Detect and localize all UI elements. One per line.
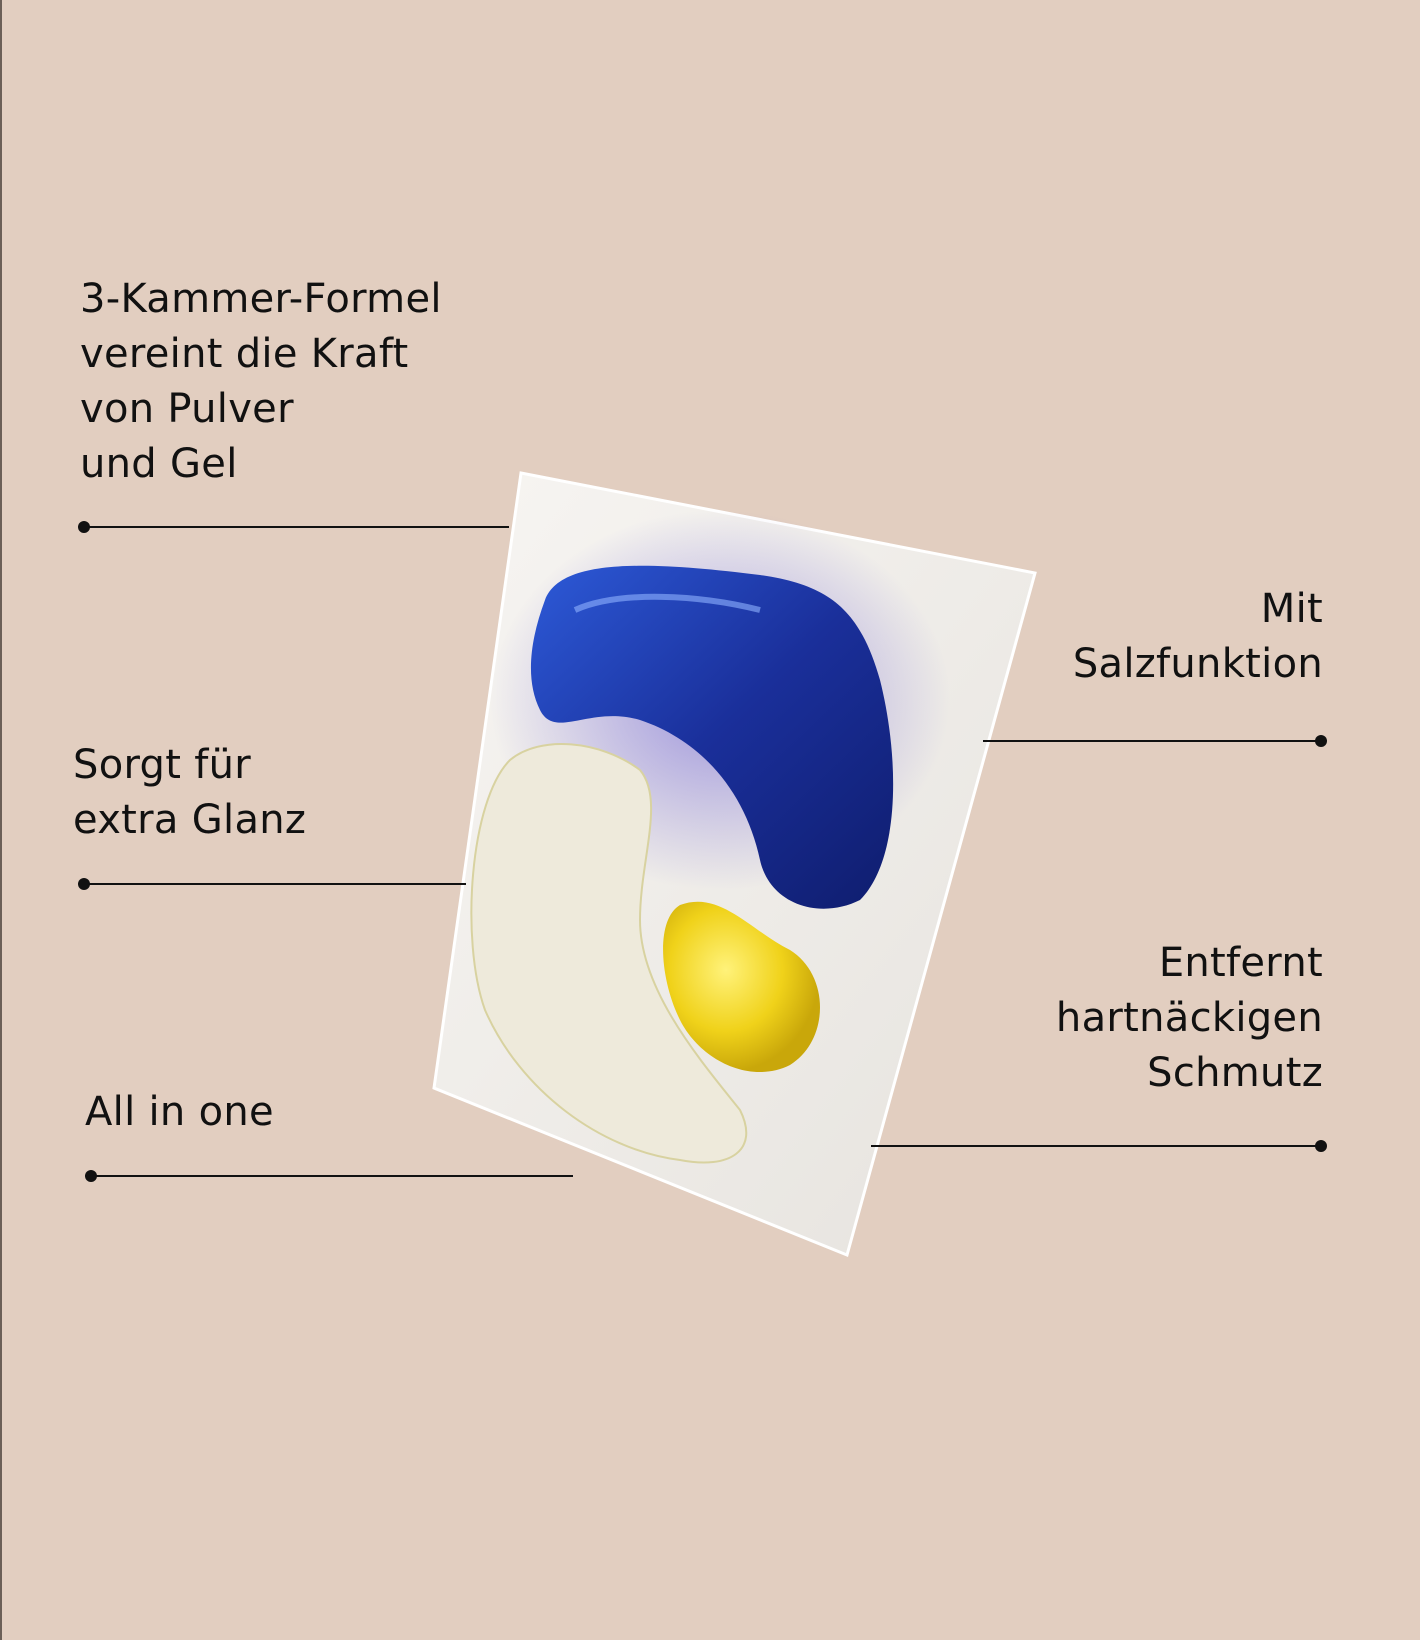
left-border <box>0 0 2 1640</box>
feature-salt: Mit Salzfunktion <box>1073 582 1323 692</box>
powder-chamber <box>470 743 748 1164</box>
callout-line <box>983 740 1321 742</box>
feature-text: Sorgt für <box>73 742 251 788</box>
feature-text: Mit <box>1260 586 1323 632</box>
feature-text: Schmutz <box>1147 1050 1323 1096</box>
callout-line <box>871 1145 1321 1147</box>
callout-dot <box>1315 735 1327 747</box>
feature-dirt: Entfernt hartnäckigen Schmutz <box>1056 936 1323 1101</box>
feature-text: All in one <box>85 1089 274 1135</box>
feature-shine: Sorgt für extra Glanz <box>73 738 306 848</box>
feature-all-in-one: All in one <box>85 1085 274 1140</box>
blue-gel-chamber <box>530 565 894 909</box>
feature-text: 3-Kammer-Formel <box>80 276 442 322</box>
feature-text: und Gel <box>80 441 238 487</box>
feature-text: hartnäckigen <box>1055 995 1323 1041</box>
callout-line <box>84 883 466 885</box>
feature-text: extra Glanz <box>73 797 307 843</box>
callout-line <box>84 526 509 528</box>
feature-formula: 3-Kammer-Formel vereint die Kraft von Pu… <box>80 272 442 492</box>
feature-text: Entfernt <box>1158 940 1323 986</box>
callout-dot <box>1315 1140 1327 1152</box>
yellow-gel-chamber <box>663 901 820 1073</box>
feature-text: vereint die Kraft <box>80 331 409 377</box>
feature-text: von Pulver <box>80 386 294 432</box>
callout-line <box>91 1175 573 1177</box>
feature-text: Salzfunktion <box>1072 641 1323 687</box>
